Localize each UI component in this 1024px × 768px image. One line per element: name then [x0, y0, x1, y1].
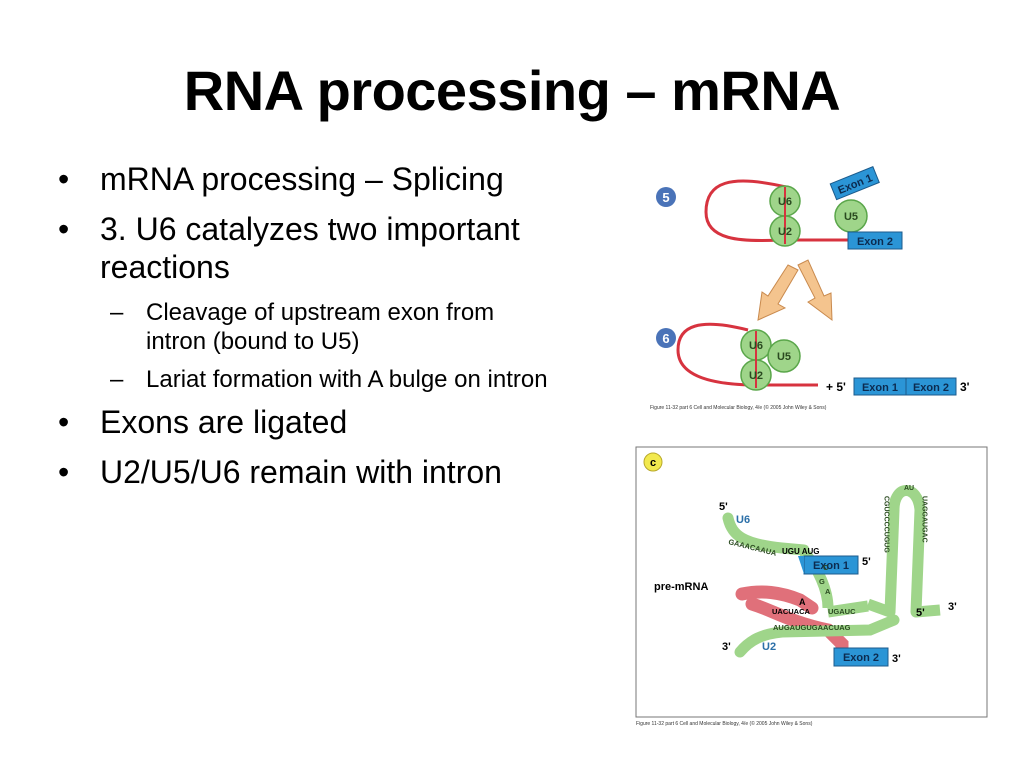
sub-bullet-item: – Cleavage of upstream exon from intron …	[58, 298, 558, 356]
dash-glyph: –	[110, 299, 124, 326]
exon-1-label: Exon 1	[862, 382, 898, 394]
pre-mrna-label: pre-mRNA	[654, 581, 708, 593]
bullet-text: U2/U5/U6 remain with intron	[100, 454, 502, 490]
intron-strand	[704, 179, 854, 243]
step-6-badge	[656, 328, 676, 348]
panel-frame	[635, 446, 988, 718]
bullet-glyph: •	[58, 211, 70, 247]
augaugugaacuag-seq: AUGAUGUGAACUAG	[773, 623, 851, 632]
slide-title: RNA processing – mRNA	[183, 59, 841, 122]
u6-a-label: A	[825, 587, 831, 596]
step-6-label: 6	[662, 331, 669, 346]
u5-stem-loop	[866, 485, 941, 618]
u6-label: U6	[736, 514, 750, 526]
exon-1-five-prime: 5'	[862, 556, 871, 568]
u6-five-prime: 5'	[719, 501, 728, 513]
ugauc-seq: UGAUC	[828, 607, 856, 616]
bullet-glyph: •	[58, 404, 70, 440]
bullet-list: • mRNA processing – Splicing • 3. U6 cat…	[58, 160, 558, 503]
bullet-item: • mRNA processing – Splicing	[58, 160, 558, 198]
base-pairing-figure: c Exon 1 5' Exon 2 3' 5' U6 GAAACAAUA UG…	[632, 444, 992, 728]
dash-glyph: –	[110, 366, 124, 393]
u6-label: U6	[749, 340, 763, 352]
bullet-text: mRNA processing – Splicing	[100, 161, 504, 197]
three-prime-label: 3'	[960, 380, 970, 394]
bullet-item: • U2/U5/U6 remain with intron	[58, 453, 558, 491]
bullet-item: • 3. U6 catalyzes two important reaction…	[58, 210, 558, 286]
u5-five-prime: 5'	[916, 607, 925, 619]
bullet-text: 3. U6 catalyzes two important reactions	[100, 211, 520, 285]
right-three-prime: 3'	[948, 601, 957, 613]
u2-label: U2	[762, 641, 776, 653]
u6-c-label: C	[823, 563, 829, 572]
spliceosome-steps-figure: 5 U6 U2 U5 Exon 1 Exon 2 6 U6 U2 U5 + 5'…	[640, 160, 980, 412]
sub-bullet-text: Cleavage of upstream exon from intron (b…	[146, 299, 495, 355]
ugu-aug-seq: UGU AUG	[782, 547, 819, 556]
u2-label: U2	[778, 226, 792, 238]
step-5-badge	[656, 187, 676, 207]
u5-strand	[827, 600, 869, 618]
exon-2-label: Exon 2	[857, 236, 893, 248]
u5-label: U5	[777, 351, 791, 363]
u2-label: U2	[749, 370, 763, 382]
bulge-a-label: A	[799, 597, 806, 607]
loop-top-seq: AU	[904, 485, 914, 492]
exon-2-label: Exon 2	[843, 652, 879, 664]
panel-badge	[643, 452, 663, 472]
panel-label: c	[650, 457, 656, 469]
plus-five-prime: + 5'	[826, 380, 846, 394]
sub-bullet-text: Lariat formation with A bulge on intron	[146, 366, 548, 393]
pre-mrna-intron	[735, 585, 819, 615]
lariat-strand	[676, 322, 818, 387]
u6-strand	[722, 512, 810, 556]
step-5-label: 5	[662, 190, 669, 205]
exon-1-tip	[798, 556, 804, 574]
u6-label: U6	[778, 196, 792, 208]
u6-g-label: G	[819, 577, 825, 586]
exon-1-label: Exon 1	[813, 560, 849, 572]
exon-2-box	[833, 647, 889, 667]
bullet-text: Exons are ligated	[100, 404, 348, 440]
u2-strand	[734, 614, 900, 658]
exon-1-box	[829, 166, 880, 201]
bullet-item: • Exons are ligated	[58, 403, 558, 441]
sub-bullet-item: – Lariat formation with A bulge on intro…	[58, 365, 558, 394]
u5-snrnp	[767, 339, 801, 373]
u5-label: U5	[844, 211, 858, 223]
loop-right-seq: UAGGAUGAC	[921, 496, 928, 543]
u2-three-prime: 3'	[722, 641, 731, 653]
bullet-glyph: •	[58, 161, 70, 197]
exon-2-box	[847, 231, 903, 250]
exon-2-box	[905, 377, 957, 396]
arrow-down-left-icon	[757, 264, 799, 321]
figure-caption: Figure 11-32 part 6 Cell and Molecular B…	[650, 404, 827, 411]
uacuaca-seq: UACUACA	[772, 607, 810, 616]
figure-caption: Figure 11-32 part 6 Cell and Molecular B…	[636, 720, 813, 727]
bullet-glyph: •	[58, 454, 70, 490]
exon-2-label: Exon 2	[913, 382, 949, 394]
loop-left-seq: CGUCCCCUGUG	[883, 496, 890, 553]
arrow-down-right-icon	[797, 259, 833, 322]
exon-2-three-prime: 3'	[892, 653, 901, 665]
